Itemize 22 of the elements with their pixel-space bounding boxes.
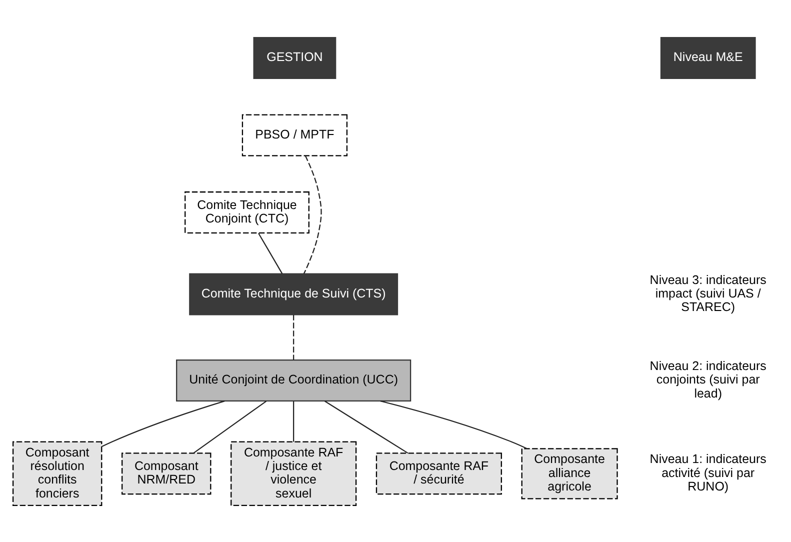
node-box: Niveau M&E [660,36,756,78]
node-box: Comite Technique Conjoint (CTC) [184,190,310,233]
node-box: Composante alliance agricole [521,448,618,499]
node-box: Composante RAF / justice et violence sexuel [230,440,357,506]
node-box: GESTION [253,36,336,78]
connector [102,400,225,447]
connector [303,155,322,274]
node-box: Composante RAF / sécurité [376,452,502,494]
label: Niveau 1: indicateurs activité (suivi par RUNO) [650,452,766,493]
connector [293,400,294,442]
label: Niveau 2: indicateurs conjoints (suivi par lead) [650,358,766,400]
node-box: Composant NRM/RED [122,452,212,494]
connector [324,400,408,454]
node-box: PBSO / MPTF [242,114,348,156]
connector [193,400,267,454]
connector [258,232,283,274]
node-box: Unité Conjoint de Coordination (UCC) [176,359,412,402]
node-box: Composant résolution conflits fonciers [12,440,102,506]
node-box: Comite Technique de Suivi (CTS) [189,272,398,315]
connector [293,314,294,360]
connector [380,400,527,449]
label: Niveau 3: indicateurs impact (suivi UAS / STAREC) [650,272,766,314]
